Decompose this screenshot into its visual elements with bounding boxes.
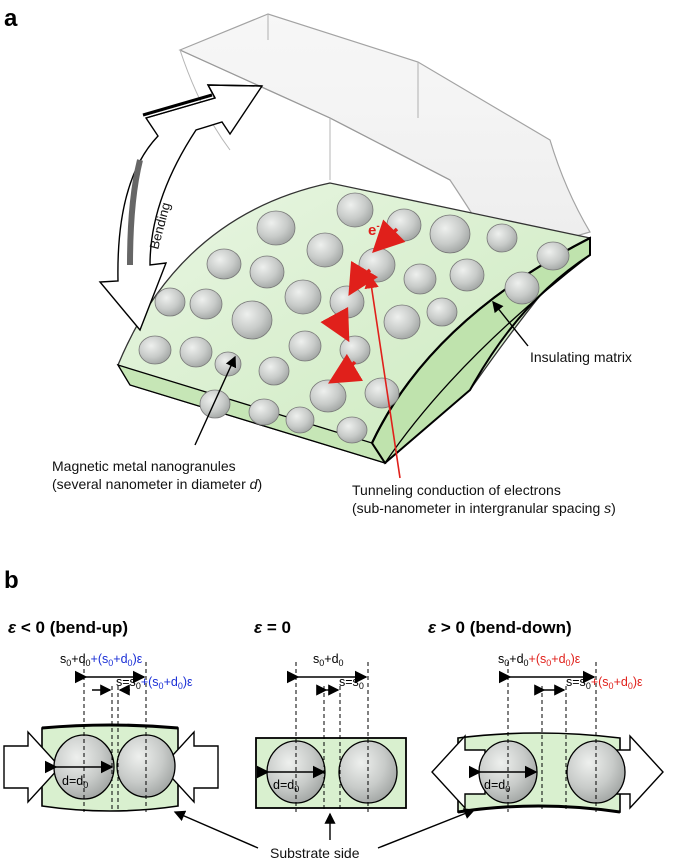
flat-period-label: s0+d0 xyxy=(313,652,344,668)
granule xyxy=(248,398,280,426)
bend-down-schematic xyxy=(431,662,664,814)
granule xyxy=(429,214,471,254)
insulating-matrix-label: Insulating matrix xyxy=(530,349,632,365)
granule xyxy=(364,377,400,409)
panel-b-label: b xyxy=(4,567,19,594)
substrate-pointer-left xyxy=(173,810,259,849)
condition-bend-up: ε < 0 (bend-up) xyxy=(8,618,128,637)
granule xyxy=(285,406,315,434)
bend-down-period-label: s0+d0+(s0+d0)ε xyxy=(498,652,581,668)
granule xyxy=(426,297,458,327)
bend-down-diameter-label: d=d0 xyxy=(484,778,510,794)
bend-up-diameter-label: d=d0 xyxy=(62,774,88,790)
nanogranule-leader-line xyxy=(194,355,237,446)
granule xyxy=(336,192,374,228)
granule xyxy=(189,288,223,320)
granule xyxy=(336,416,368,444)
granule xyxy=(179,336,213,368)
granule xyxy=(249,255,285,289)
nanogranules-label-line2: (several nanometer in diameter d) xyxy=(52,476,262,492)
granule xyxy=(284,279,322,315)
compress-arrow-right xyxy=(161,730,219,804)
granule xyxy=(386,208,422,242)
granule xyxy=(206,248,242,280)
matrix-leader-line xyxy=(492,300,529,347)
granule xyxy=(504,271,540,305)
tunneling-label-line1: Tunneling conduction of electrons xyxy=(352,482,561,498)
granule xyxy=(339,335,371,365)
tension-arrow-left xyxy=(431,734,486,810)
granule xyxy=(256,210,296,246)
flat-spacing-label: s=s0 xyxy=(339,675,364,691)
bend-down-spacing-label: s=s0+(s0+d0)ε xyxy=(566,675,643,691)
granule xyxy=(536,241,570,271)
substrate-pointer-right xyxy=(377,808,476,849)
granule xyxy=(258,356,290,386)
electron-label: e- xyxy=(368,221,380,239)
granule xyxy=(306,232,344,268)
granule xyxy=(383,304,421,340)
granule xyxy=(449,258,485,292)
condition-flat: ε = 0 xyxy=(254,618,291,637)
bend-up-period-label: s0+d0+(s0+d0)ε xyxy=(60,652,143,668)
flat-schematic xyxy=(255,662,407,812)
granule xyxy=(338,740,398,804)
nanogranules-label-line1: Magnetic metal nanogranules xyxy=(52,458,236,474)
compress-arrow-left xyxy=(3,730,61,804)
substrate-side-label: Substrate side xyxy=(270,845,360,861)
granule xyxy=(154,287,186,317)
granule xyxy=(199,389,231,419)
bend-up-spacing-label: s=s0+(s0+d0)ε xyxy=(116,675,193,691)
granule xyxy=(116,734,176,798)
condition-bend-down: ε > 0 (bend-down) xyxy=(428,618,572,637)
granule xyxy=(288,330,322,362)
granule xyxy=(138,335,172,365)
granule xyxy=(329,285,365,319)
bend-up-schematic xyxy=(3,662,219,812)
granule xyxy=(403,263,437,295)
granule xyxy=(231,300,273,340)
granule xyxy=(566,740,626,804)
panel-a-label: a xyxy=(4,5,18,32)
granule xyxy=(486,223,518,253)
tunneling-leader-line xyxy=(364,273,401,479)
tunneling-label-line2: (sub-nanometer in intergranular spacing … xyxy=(352,500,616,516)
electron-hop-arrows xyxy=(320,219,406,384)
granule xyxy=(309,379,347,413)
flat-diameter-label: d=d0 xyxy=(273,778,299,794)
